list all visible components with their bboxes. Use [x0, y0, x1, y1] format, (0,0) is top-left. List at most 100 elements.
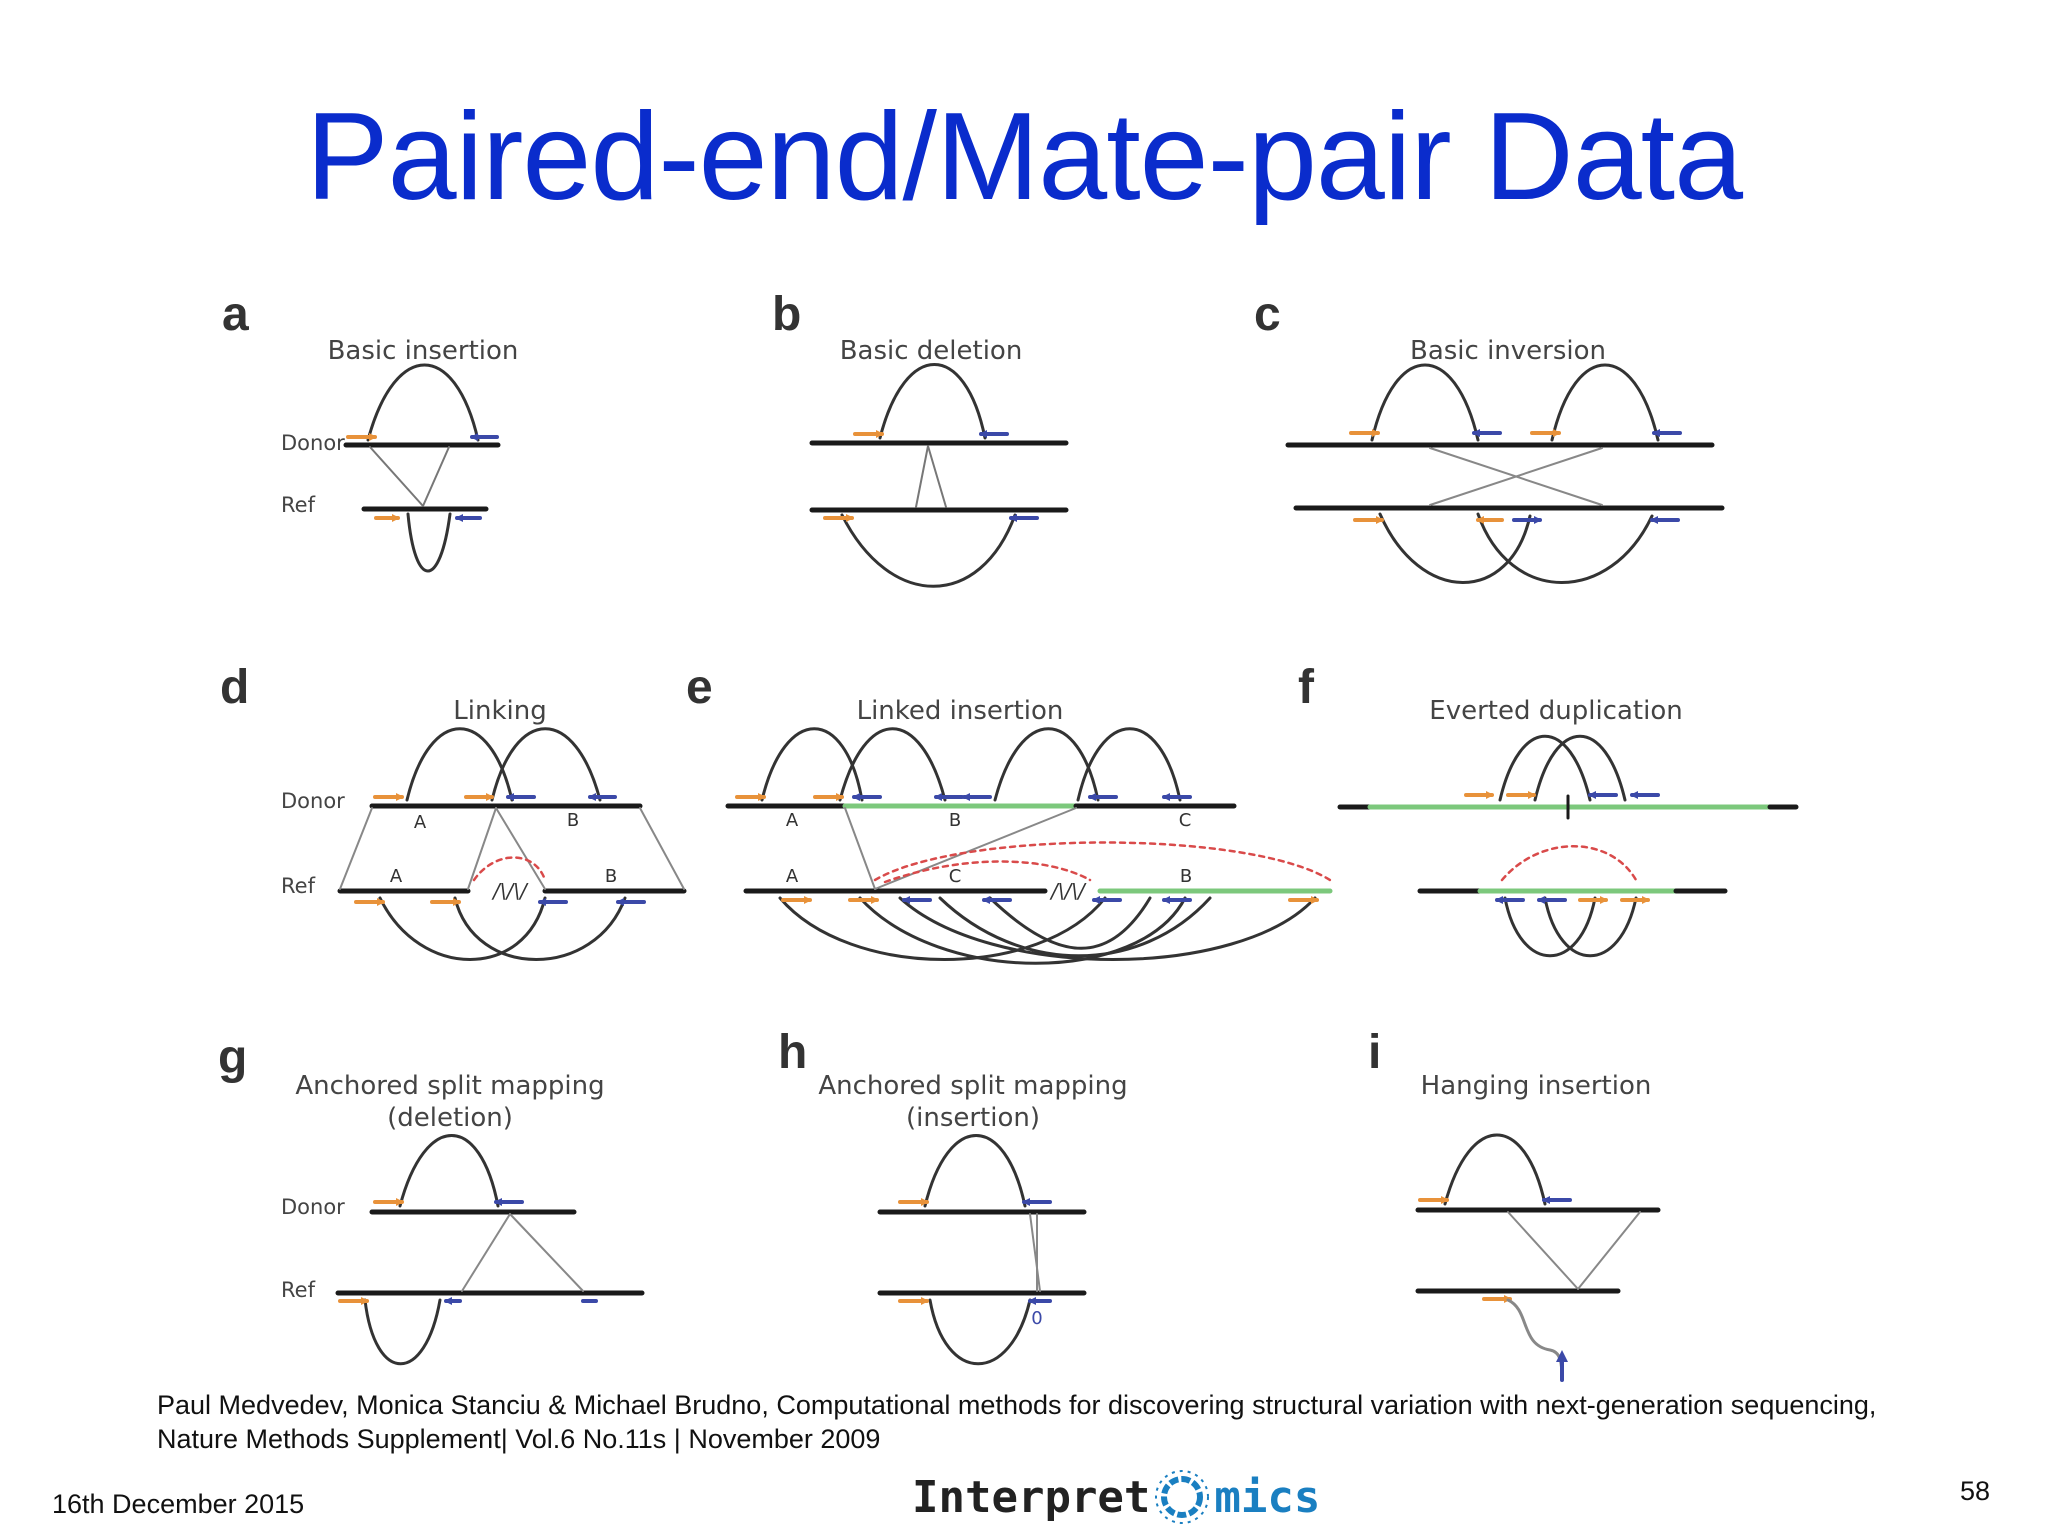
read-pair-arc	[838, 727, 947, 802]
read-pair-arc	[1476, 512, 1654, 584]
mapping-line	[639, 807, 685, 890]
read-pair-arc	[988, 896, 1152, 950]
panel-f-title: Everted duplication	[1429, 696, 1682, 726]
panel-a-letter: a	[222, 288, 249, 341]
read-pair-arc	[878, 363, 987, 440]
panel-h: h Anchored split mapping (insertion) 0	[778, 1026, 1128, 1366]
mapping-line	[509, 1213, 584, 1292]
mapping-line	[422, 446, 450, 507]
panel-d: d Linking Donor Ref A B A B /\/\/	[220, 661, 687, 961]
logo-text-right: mics	[1214, 1471, 1321, 1523]
ref-label: Ref	[281, 1278, 316, 1302]
panel-g-letter: g	[218, 1031, 247, 1084]
panel-f-letter: f	[1298, 661, 1315, 714]
panel-b-letter: b	[772, 288, 801, 341]
mapping-line	[1029, 1213, 1041, 1292]
segment-label-c: C	[1179, 810, 1192, 831]
footer-date: 16th December 2015	[52, 1489, 305, 1519]
mapping-line	[339, 807, 373, 890]
panel-a: a Basic insertion Donor Ref	[222, 288, 519, 573]
panel-e: e Linked insertion A B C A C B /\/\/	[686, 661, 1333, 965]
link-dashed-arc	[1500, 845, 1638, 882]
page-number: 58	[1960, 1476, 1991, 1506]
segment-label-b: B	[949, 810, 961, 831]
panel-g-title-line2: (deletion)	[387, 1103, 513, 1133]
read-pair-arc	[778, 896, 1107, 961]
citation: Paul Medvedev, Monica Stanciu & Michael …	[157, 1388, 1876, 1456]
citation-line-1: Paul Medvedev, Monica Stanciu & Michael …	[157, 1390, 1877, 1420]
read-pair-arc	[840, 513, 1017, 588]
link-dashed-arc	[873, 841, 1332, 882]
read-pair-arc	[406, 512, 452, 573]
read-pair-arc	[1533, 735, 1627, 802]
read-pair-arc	[898, 896, 1317, 961]
read-pair-arc	[993, 727, 1100, 802]
logo-o-icon	[1155, 1470, 1210, 1524]
panel-h-title-line1: Anchored split mapping	[818, 1071, 1127, 1101]
panel-f: f Everted duplication	[1298, 661, 1799, 957]
split-read-zero-label: 0	[1031, 1308, 1042, 1329]
read-pair-arc	[938, 896, 1212, 958]
panel-d-title: Linking	[453, 696, 546, 726]
panel-b: b Basic deletion	[772, 288, 1069, 588]
panel-i: i Hanging insertion	[1368, 1026, 1661, 1382]
mapping-line	[1429, 447, 1603, 506]
panel-a-title: Basic insertion	[328, 336, 519, 366]
segment-label-b: B	[1180, 866, 1192, 887]
gap-zigzag: /\/\/	[491, 879, 529, 903]
read-pair-arc	[453, 896, 627, 961]
mapping-line	[369, 446, 424, 507]
panel-i-letter: i	[1368, 1026, 1381, 1079]
mapping-line	[874, 807, 1077, 890]
mapping-line	[1577, 1211, 1641, 1290]
panel-i-title: Hanging insertion	[1421, 1071, 1652, 1101]
read-pair-arc	[1370, 363, 1480, 442]
donor-label: Donor	[281, 431, 345, 455]
read-pair-arc	[490, 727, 602, 802]
read-pair-arc	[1076, 727, 1182, 802]
read-pair-arc	[760, 727, 864, 802]
gap-zigzag: /\/\/	[1049, 879, 1087, 903]
segment-label-b: B	[605, 866, 617, 887]
read-pair-arc	[363, 1298, 442, 1365]
read-pair-arc	[398, 1134, 500, 1208]
interpretomics-logo: Interpret mics	[912, 1462, 1320, 1532]
panel-b-title: Basic deletion	[840, 336, 1023, 366]
read-pair-arc	[923, 1134, 1027, 1208]
segment-label-a: A	[414, 812, 427, 833]
segment-label-b: B	[567, 810, 579, 831]
logo-text-left: Interpret	[912, 1471, 1151, 1523]
segment-label-a: A	[390, 866, 403, 887]
read-pair-arc	[1550, 363, 1660, 442]
link-dashed-arc	[883, 860, 1092, 884]
read-pair-arc	[366, 363, 480, 442]
mapping-line	[461, 1213, 511, 1292]
panel-e-title: Linked insertion	[857, 696, 1064, 726]
panel-h-title-line2: (insertion)	[906, 1103, 1040, 1133]
read-pair-arc	[1503, 896, 1597, 957]
read-pair-arc	[1498, 735, 1592, 802]
link-dashed-arc	[472, 856, 547, 882]
segment-label-a: A	[786, 866, 799, 887]
mapping-line	[495, 807, 546, 890]
mapping-line	[844, 807, 876, 890]
segment-label-c: C	[949, 866, 962, 887]
read-pair-arc	[928, 1298, 1032, 1366]
panel-g: g Anchored split mapping (deletion) Dono…	[218, 1031, 645, 1365]
panel-d-letter: d	[220, 661, 249, 714]
panel-c: c Basic inversion	[1254, 288, 1725, 584]
donor-label: Donor	[281, 1195, 345, 1219]
mapping-line	[927, 445, 947, 508]
segment-label-a: A	[786, 810, 799, 831]
panel-c-letter: c	[1254, 288, 1281, 341]
read-pair-arc	[378, 896, 547, 961]
hanging-read-curve	[1506, 1298, 1564, 1382]
read-pair-arc	[1378, 512, 1532, 584]
panel-e-letter: e	[686, 661, 713, 714]
citation-line-2: Nature Methods Supplement| Vol.6 No.11s …	[157, 1424, 881, 1454]
slide-title: Paired-end/Mate-pair Data	[305, 88, 1743, 226]
mapping-line	[467, 807, 497, 890]
ref-label: Ref	[281, 874, 316, 898]
read-pair-arc	[1443, 1133, 1547, 1206]
